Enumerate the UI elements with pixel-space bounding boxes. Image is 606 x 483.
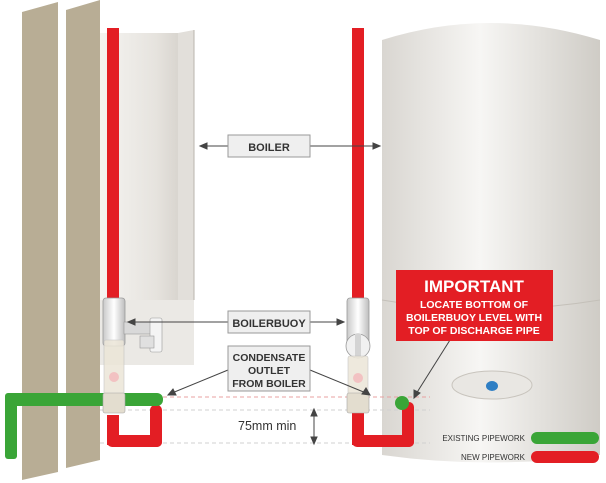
boilerbuoy-callout: BOILERBUOY [227,310,311,334]
wall-strip-right [66,0,100,468]
wall [22,0,100,480]
legend-existing-swatch [531,432,599,444]
new-pipework-left [107,28,162,447]
important-line-3: TOP OF DISCHARGE PIPE [408,325,539,337]
indicator-light-icon [486,381,498,391]
boilerbuoy-right [345,297,371,414]
boilerbuoy-left [102,297,163,414]
condensate-label-line-2: OUTLET [248,365,291,377]
existing-condensate-outlet [395,396,409,410]
min-distance-label: 75mm min [238,419,296,433]
important-line-2: BOILERBUOY LEVEL WITH [406,312,542,324]
boilerbuoy-label: BOILERBUOY [232,318,306,330]
wall-strip-left [22,2,58,480]
legend-new-label: NEW PIPEWORK [461,453,526,462]
legend-existing-label: EXISTING PIPEWORK [442,434,525,443]
condensate-label-line-3: FROM BOILER [232,378,306,390]
condensate-callout: CONDENSATE OUTLET FROM BOILER [227,345,311,392]
legend-new-swatch [531,451,599,463]
important-line-1: LOCATE BOTTOM OF [420,299,529,311]
boiler-callout: BOILER [227,134,311,158]
callout-arrows [126,142,451,446]
important-note: IMPORTANT LOCATE BOTTOM OF BOILERBUOY LE… [396,270,553,341]
important-title: IMPORTANT [424,277,524,296]
new-pipework-right [352,28,414,447]
boiler-label: BOILER [248,142,290,154]
legend: EXISTING PIPEWORK NEW PIPEWORK [442,432,599,463]
condensate-label-line-1: CONDENSATE [233,352,306,364]
